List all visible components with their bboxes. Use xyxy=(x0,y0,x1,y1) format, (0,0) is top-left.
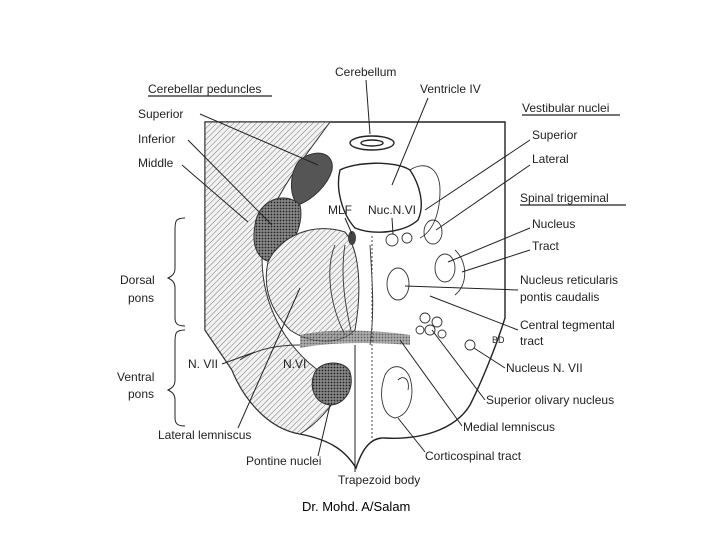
label-cerebellar-peduncles: Cerebellar peduncles xyxy=(148,82,261,96)
trapezoid-body xyxy=(300,330,410,348)
vestibular-nuclei-region xyxy=(409,165,441,239)
label-corticospinal-tract: Corticospinal tract xyxy=(425,449,522,463)
middle-peduncle-region xyxy=(204,121,346,435)
label-dorsal-1: Dorsal xyxy=(120,273,155,287)
label-spinal-trigeminal: Spinal trigeminal xyxy=(520,191,609,205)
label-signature: BD xyxy=(492,335,505,345)
corticospinal-bundles xyxy=(381,366,413,419)
label-nuc-n-vi: Nuc.N.VI xyxy=(368,203,416,217)
cerebellum-oval-inner xyxy=(360,139,384,147)
fourth-ventricle xyxy=(337,162,422,233)
corticospinal-bundle-2 xyxy=(397,377,409,391)
label-vestibular-nuclei: Vestibular nuclei xyxy=(522,101,609,115)
label-ventral-1: Ventral xyxy=(117,370,154,384)
label-n-vii-left: N. VII xyxy=(188,357,218,371)
label-trigeminal-tract: Tract xyxy=(532,239,560,253)
label-n-vi-mid: N.VI xyxy=(283,357,306,371)
nucleus-n-vii xyxy=(464,339,476,351)
lateral-vestibular-nucleus xyxy=(423,219,443,245)
label-medial-lemniscus: Medial lemniscus xyxy=(463,420,555,434)
label-ventral-2: pons xyxy=(128,387,154,401)
cerebellum-oval xyxy=(349,135,395,151)
label-superior-olivary: Superior olivary nucleus xyxy=(486,393,614,407)
ventral-pons-brace xyxy=(166,329,186,427)
superior-olivary-cluster xyxy=(415,312,447,339)
nucleus-n-vi xyxy=(385,233,399,247)
nucleus-n-vi-2 xyxy=(401,232,413,244)
label-mlf: MLF xyxy=(328,203,352,217)
label-lateral-lemniscus: Lateral lemniscus xyxy=(158,428,251,442)
superior-peduncle xyxy=(291,152,333,206)
label-central-tegmental-2: tract xyxy=(520,334,544,348)
label-vestibular-lateral: Lateral xyxy=(532,152,569,166)
label-middle-peduncle: Middle xyxy=(138,156,174,170)
spinal-trigeminal-nucleus xyxy=(434,253,456,283)
label-trapezoid-body: Trapezoid body xyxy=(338,473,420,487)
label-vestibular-superior: Superior xyxy=(532,128,577,142)
label-pontine-nuclei: Pontine nuclei xyxy=(246,454,321,468)
dorsal-pons-brace xyxy=(166,217,186,327)
labels: Cerebellum Cerebellar peduncles Superior… xyxy=(117,65,626,514)
label-ventricle: Ventricle IV xyxy=(420,82,481,96)
credit-text: Dr. Mohd. A/Salam xyxy=(302,499,410,514)
n-vii-fibres xyxy=(239,344,301,361)
label-central-tegmental-1: Central tegmental xyxy=(520,318,615,332)
label-superior-peduncle: Superior xyxy=(138,107,183,121)
pontine-nuclei xyxy=(311,362,352,406)
label-dorsal-2: pons xyxy=(128,291,154,305)
label-inferior-peduncle: Inferior xyxy=(138,132,175,146)
label-nucleus-reticularis-1: Nucleus reticularis xyxy=(520,273,618,287)
mlf xyxy=(348,231,356,245)
label-cerebellum: Cerebellum xyxy=(335,65,396,79)
spinal-trigeminal-tract xyxy=(454,249,466,296)
label-nucleus-n-vii: Nucleus N. VII xyxy=(506,361,583,375)
nucleus-reticularis xyxy=(386,267,410,301)
label-trigeminal-nucleus: Nucleus xyxy=(532,217,575,231)
label-nucleus-reticularis-2: pontis caudalis xyxy=(520,290,599,304)
